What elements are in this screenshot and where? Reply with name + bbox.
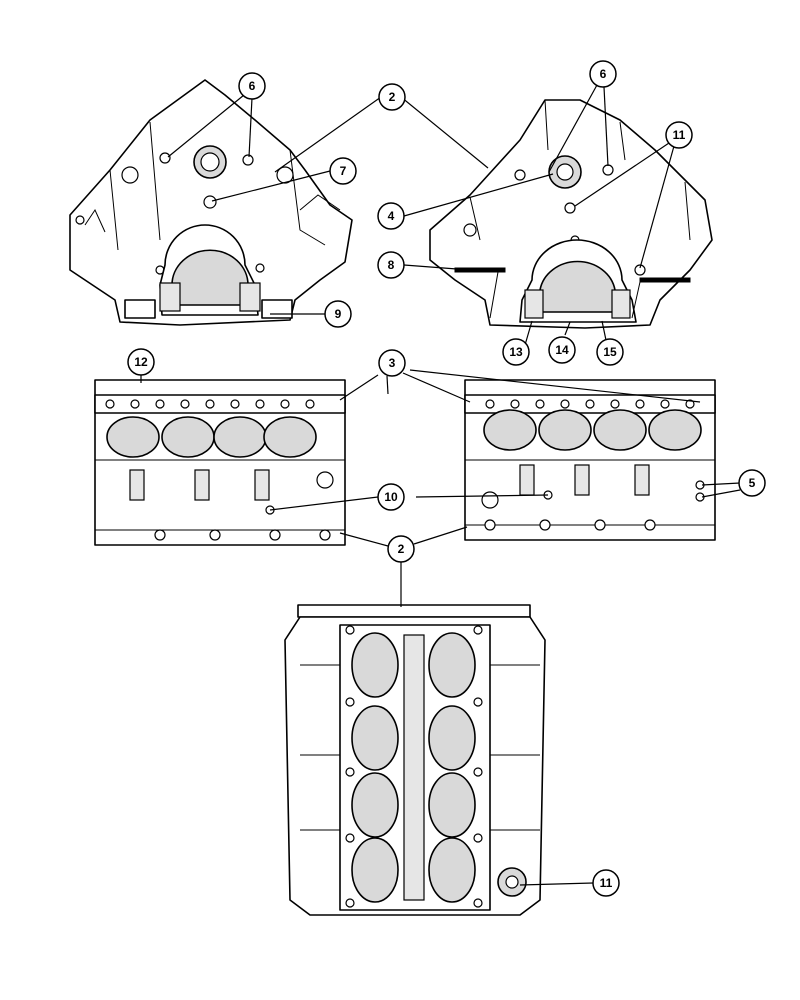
callout-11-bottom: 11 xyxy=(592,869,620,897)
block-side-right xyxy=(464,379,716,541)
callout-label: 7 xyxy=(340,164,347,178)
callout-2-top: 2 xyxy=(378,83,406,111)
callout-label: 14 xyxy=(555,343,569,357)
callout-label: 3 xyxy=(389,356,396,370)
callout-14: 14 xyxy=(548,336,576,364)
callout-2-bottom: 2 xyxy=(387,535,415,563)
callout-8: 8 xyxy=(377,251,405,279)
callout-label: 8 xyxy=(388,258,395,272)
callout-label: 15 xyxy=(603,345,617,359)
callout-label: 6 xyxy=(249,79,256,93)
callout-label: 4 xyxy=(388,209,395,223)
callout-15: 15 xyxy=(596,338,624,366)
callout-label: 13 xyxy=(509,345,523,359)
callout-label: 9 xyxy=(335,307,342,321)
callout-label: 11 xyxy=(600,876,613,890)
callout-4: 4 xyxy=(377,202,405,230)
leader-lines xyxy=(140,84,741,886)
block-rear-view xyxy=(429,99,713,329)
callout-10: 10 xyxy=(377,483,405,511)
callout-label: 11 xyxy=(673,128,686,142)
callout-11-top: 11 xyxy=(665,121,693,149)
block-deck-view xyxy=(284,604,546,916)
callout-label: 2 xyxy=(389,90,396,104)
callout-13: 13 xyxy=(502,338,530,366)
callout-12: 12 xyxy=(127,348,155,376)
callout-3: 3 xyxy=(378,349,406,377)
callout-label: 10 xyxy=(384,490,398,504)
block-front-view xyxy=(69,79,353,326)
callout-label: 2 xyxy=(398,542,405,556)
callout-label: 6 xyxy=(600,67,607,81)
callout-6-left: 6 xyxy=(238,72,266,100)
block-side-left xyxy=(94,379,346,546)
callout-7: 7 xyxy=(329,157,357,185)
callout-6-right: 6 xyxy=(589,60,617,88)
callout-5: 5 xyxy=(738,469,766,497)
callout-label: 5 xyxy=(749,476,756,490)
callout-9: 9 xyxy=(324,300,352,328)
callout-label: 12 xyxy=(134,355,148,369)
